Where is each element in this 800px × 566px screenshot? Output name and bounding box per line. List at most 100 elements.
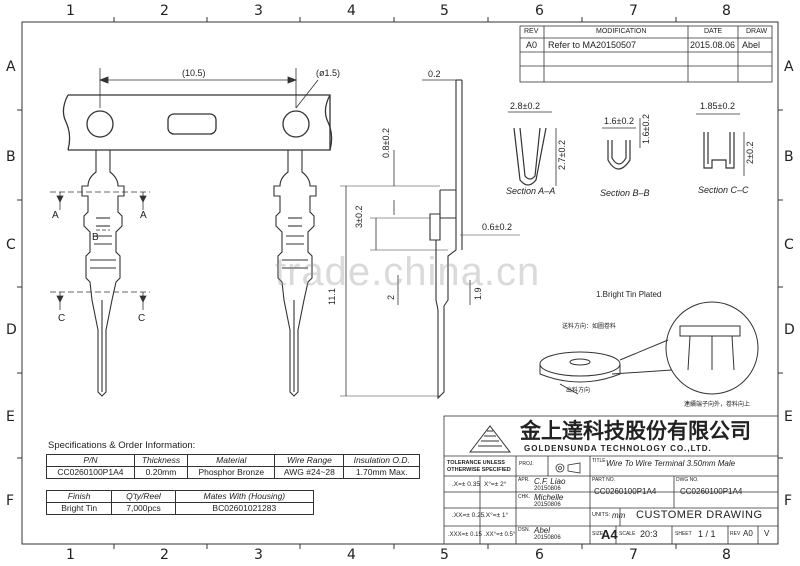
- zone-row-a-right: A: [784, 59, 794, 75]
- dim-sec-c-height: 2±0.2: [745, 141, 755, 164]
- spec-header-material: Material: [187, 454, 276, 467]
- proj-symbol: [555, 462, 581, 474]
- cut-a-left: A: [52, 210, 59, 221]
- zone-col-3-bottom: 3: [254, 547, 263, 563]
- dim-sec-b-height: 1.6±0.2: [641, 114, 651, 144]
- zone-col-6-bottom: 6: [535, 547, 544, 563]
- section-b-label: Section B–B: [600, 188, 650, 198]
- dim-3-label: 3±0.2: [354, 205, 364, 228]
- section-b: [602, 118, 641, 170]
- section-a-label: Section A–A: [506, 186, 556, 196]
- terminal-right: [273, 150, 317, 397]
- company-logo: [468, 425, 512, 453]
- drawing-title: Wire To Wire Terminal 3.50mm Male: [606, 459, 736, 468]
- zone-col-1-bottom: 1: [66, 547, 75, 563]
- dim-sec-c-width: 1.85±0.2: [700, 101, 735, 111]
- rev-header-date: DATE: [704, 28, 723, 35]
- rev-date: 2015.08.06: [690, 40, 736, 50]
- tol-linear-3: .XXX=± 0.15: [448, 532, 482, 538]
- rev-draw: Abel: [742, 40, 761, 50]
- zone-col-8-bottom: 8: [722, 547, 731, 563]
- spec-thickness: 0.20mm: [133, 466, 189, 479]
- units-label: UNITS:: [592, 512, 611, 518]
- company-name-en: GOLDENSUNDA TECHNOLOGY CO.,LTD.: [524, 444, 712, 453]
- zone-row-e-right: E: [784, 409, 793, 425]
- side-view: [340, 79, 520, 400]
- rev-label: REV: [730, 531, 741, 537]
- spec-header-thickness: Thickness: [133, 454, 189, 467]
- carrier-strip: [62, 94, 333, 151]
- company-name-cn: 金上達科技股份有限公司: [520, 419, 751, 443]
- cut-markers: [50, 191, 150, 310]
- watermark: trade.china.cn: [275, 250, 541, 294]
- apr-name: C.F. Liao: [534, 477, 566, 486]
- size-value: A4: [601, 527, 618, 542]
- revision-table: [519, 25, 773, 83]
- feed-note-4: 連續端子向外，卷料向上: [684, 402, 751, 408]
- section-c: [696, 113, 745, 176]
- customer-drawing: CUSTOMER DRAWING: [636, 509, 763, 521]
- zone-row-a: A: [6, 59, 16, 75]
- tol-angle-2: .X°=± 1°: [484, 512, 509, 519]
- feed-note-1: 送料方向：: [562, 324, 593, 330]
- units-value: mm: [612, 511, 626, 520]
- dim-sec-b-width: 1.6±0.2: [604, 116, 634, 126]
- cut-b: B: [92, 232, 99, 243]
- order-value-row: Bright Tin 7,000pcs BC02601021283: [45, 502, 315, 515]
- spec-wire-range: AWG #24~28: [274, 466, 345, 479]
- order-mates: BC02601021283: [174, 502, 315, 515]
- dim-sec-a-height: 2.7±0.2: [557, 140, 567, 170]
- cut-a-right: A: [140, 210, 147, 221]
- rev-modification: Refer to MA20150507: [548, 40, 637, 50]
- zone-row-f: F: [6, 493, 15, 509]
- size-label: SIZE: [592, 531, 604, 537]
- cut-c-left: C: [58, 313, 66, 324]
- dsn-name: Abel: [534, 526, 551, 535]
- chk-name: Michelle: [534, 493, 564, 502]
- spec-material: Phosphor Bronze: [187, 466, 276, 479]
- spec-header-pn: P/N: [46, 454, 135, 467]
- zone-col-6: 6: [535, 3, 544, 19]
- dim-sec-a-width: 2.8±0.2: [510, 101, 540, 111]
- spec-insulation: 1.70mm Max.: [343, 466, 420, 479]
- order-header-finish: Finish: [45, 490, 113, 503]
- zone-col-8: 8: [722, 3, 731, 19]
- zone-row-b-right: B: [784, 149, 794, 165]
- tol-linear-2: .XX=± 0.25: [452, 512, 485, 519]
- zone-col-7: 7: [629, 3, 638, 19]
- tolerance-header: TOLERANCE UNLESS OTHERWISE SPECIFIED: [447, 460, 511, 473]
- rev-header-mod: MODIFICATION: [596, 28, 647, 35]
- section-c-label: Section C–C: [698, 185, 749, 195]
- dim-thickness-label: 0.2: [428, 69, 441, 79]
- order-header-mates: Mates With (Housing): [174, 490, 315, 503]
- proj-label: PROJ.: [519, 461, 534, 467]
- cut-c-right: C: [138, 313, 146, 324]
- reel-sketch: [539, 301, 759, 395]
- sheet-value: 1 / 1: [698, 529, 716, 539]
- zone-col-2: 2: [160, 3, 169, 19]
- plating-note: 1.Bright Tin Plated: [596, 290, 662, 299]
- zone-ticks: [17, 17, 783, 549]
- spec-table-order: Finish Q'ty/Reel Mates With (Housing) Br…: [45, 490, 315, 515]
- section-a: [508, 111, 557, 186]
- title-block-lines: [443, 415, 779, 545]
- spec-header-wire: Wire Range: [274, 454, 345, 467]
- tol-angle-3: .XX°=± 0.5°: [484, 532, 516, 538]
- v-mark: V: [764, 529, 770, 538]
- feed-note-2: 如圖卷料: [592, 324, 617, 330]
- zone-row-c: C: [6, 237, 16, 253]
- spec-title: Specifications & Order Information:: [48, 440, 196, 451]
- spec-header-row: P/N Thickness Material Wire Range Insula…: [46, 454, 420, 467]
- dim-2-label: 2: [386, 294, 396, 300]
- rev-header-draw: DRAW: [746, 28, 768, 35]
- spec-table-main: P/N Thickness Material Wire Range Insula…: [46, 454, 420, 479]
- zone-row-d: D: [6, 322, 17, 338]
- zone-col-4-bottom: 4: [347, 547, 356, 563]
- rev-header-rev: REV: [524, 28, 539, 35]
- zone-row-e: E: [6, 409, 15, 425]
- part-no-label: PART NO.: [592, 477, 616, 483]
- zone-col-5-bottom: 5: [440, 547, 449, 563]
- sheet-label: SHEET: [675, 531, 692, 537]
